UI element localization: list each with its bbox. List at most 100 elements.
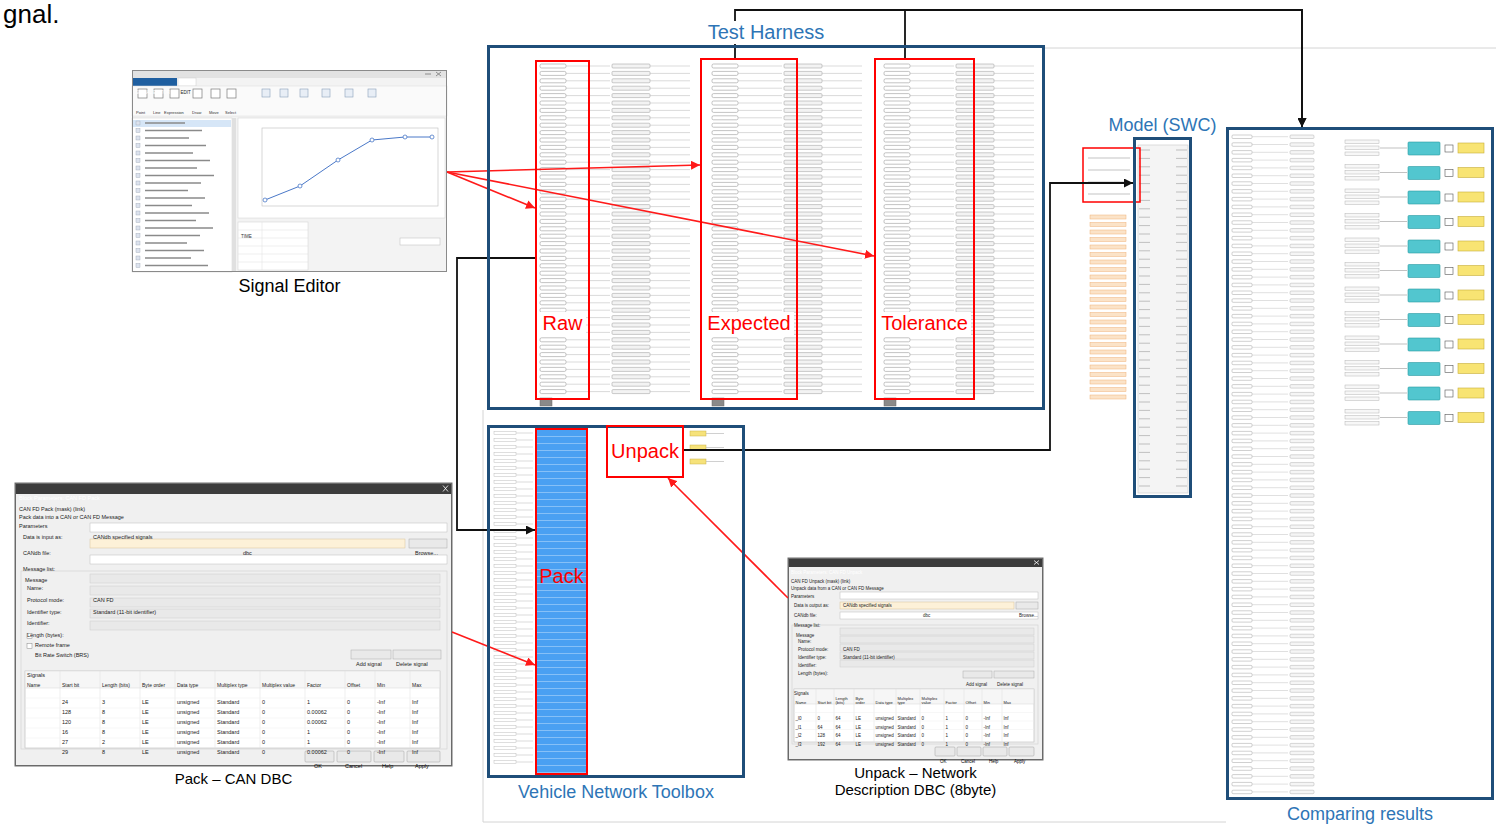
table-rule (896, 689, 897, 742)
signal-wire (516, 496, 533, 497)
signal-wire (910, 95, 954, 96)
display-block (1458, 315, 1484, 325)
signal-tag (1345, 367, 1379, 371)
title-strip (132, 70, 447, 78)
text-holder: Inf (412, 730, 418, 748)
table-header: Min (984, 701, 1002, 705)
table-cell: 0 (262, 719, 265, 725)
signal-wire (1252, 713, 1288, 714)
signal-wire (738, 280, 782, 281)
signal-tag (956, 271, 994, 275)
text-holder: 120 (62, 710, 71, 728)
dialog-text: Add signal (966, 682, 987, 687)
signal-tag (1345, 201, 1379, 205)
port-tick (1176, 477, 1187, 478)
signal-tag (612, 286, 650, 290)
signal-wire (566, 162, 610, 163)
signal-wire (1252, 253, 1288, 254)
inport-block (1232, 361, 1252, 365)
relay-icon (1445, 366, 1453, 373)
button (1009, 747, 1034, 756)
signal-wire (566, 117, 610, 118)
inport-block (712, 138, 738, 142)
table-cell: -Inf (984, 725, 991, 730)
signal-wire (516, 615, 533, 616)
inport-block (884, 360, 910, 364)
signal-tag (494, 719, 516, 722)
signal-tag (1345, 342, 1379, 346)
signal-wire (1380, 417, 1407, 418)
signal-tag (612, 367, 650, 371)
signal-wire (822, 391, 862, 392)
signal-tag (1090, 305, 1126, 309)
signal-wire (516, 720, 533, 721)
text-holder: Model (SWC) (1106, 115, 1220, 136)
signal-wire (566, 221, 610, 222)
signal-wire (822, 191, 862, 192)
signal-tag (494, 712, 516, 715)
table-rule (375, 671, 376, 748)
table-rule (25, 738, 440, 739)
signal-wire (1252, 394, 1288, 395)
signal-wire (1252, 401, 1288, 402)
table-cell: Inf (412, 719, 418, 725)
signal-wire (910, 228, 954, 229)
table-cell: 24 (62, 699, 68, 705)
text-holder: Data type (876, 690, 896, 708)
table-cell: _l0 (796, 716, 802, 721)
signal-wire (994, 302, 1034, 303)
text-holder: unsigned (177, 730, 199, 748)
signal-wire (738, 184, 782, 185)
port-tick (1139, 259, 1150, 260)
signal-wire (738, 295, 782, 296)
text-holder: 0 (347, 710, 350, 728)
signal-tag (612, 360, 650, 364)
editor-text: SIGNAL EDITOR (136, 90, 171, 95)
signal-tag (1090, 268, 1126, 272)
signal-tag (612, 382, 650, 386)
inport-block (884, 264, 910, 268)
table-cell: _l3 (796, 742, 802, 747)
signal-wire (1252, 487, 1288, 488)
button (393, 650, 441, 659)
signal-wire (910, 132, 954, 133)
table-rule (25, 671, 26, 748)
signal-wire (566, 362, 610, 363)
dialog-window (788, 558, 1043, 760)
dialog-text: Message list: (23, 566, 55, 572)
compare-block (1408, 191, 1440, 204)
relay-icon (1445, 194, 1453, 201)
table-rule (25, 698, 440, 699)
signal-wire (516, 580, 533, 581)
signal-tag (494, 537, 516, 540)
signal-tag (494, 586, 516, 589)
signal-tag (784, 79, 822, 83)
signal-tag (956, 153, 994, 157)
row-icon (136, 189, 140, 193)
text-holder: Message (25, 568, 47, 586)
list-entry (145, 197, 205, 198)
inport-block (1232, 439, 1252, 443)
signal-wire (566, 369, 610, 370)
inport-block (884, 286, 910, 290)
signal-tag (1090, 313, 1126, 317)
signal-tag (1090, 350, 1126, 354)
compare-block (1408, 142, 1440, 155)
signal-wire (738, 88, 782, 89)
list-entry (145, 265, 208, 266)
signal-wire (1252, 206, 1288, 207)
inport-block (1232, 291, 1252, 295)
row-icon (136, 136, 140, 140)
table-cell: 16 (62, 729, 68, 735)
port-tick (1139, 242, 1150, 243)
signal-wire (910, 191, 954, 192)
inport-block (712, 234, 738, 238)
inport-block (712, 382, 738, 386)
dialog-text: CAN FD (843, 647, 860, 652)
signal-wire (706, 433, 724, 434)
inport-block (540, 279, 566, 283)
signal-tag (956, 234, 994, 238)
data-table (238, 222, 308, 270)
signal-tag (956, 382, 994, 386)
signal-wire (516, 503, 533, 504)
